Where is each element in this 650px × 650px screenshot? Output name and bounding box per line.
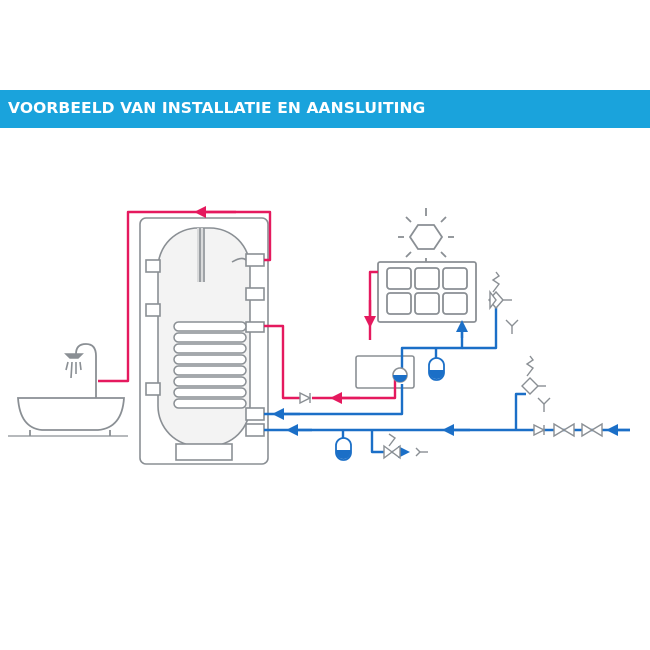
bathtub: [8, 343, 128, 437]
heating-coil: [173, 321, 247, 409]
shower-icon: [64, 353, 84, 379]
pump-icon: [392, 367, 408, 383]
cold-water-pipes: [264, 306, 630, 458]
funnel-icon: [537, 397, 551, 412]
funnel-icon: [505, 319, 519, 334]
shutoff-valve-2: [581, 422, 603, 438]
solar-panel: [377, 261, 477, 323]
check-valve-inlet: [533, 423, 546, 437]
safety-group-valve: [383, 433, 401, 460]
safety-valve-solar: [488, 271, 512, 311]
funnel-icon: [415, 447, 428, 457]
safety-valve-inlet: [521, 355, 546, 395]
check-valve-hot: [299, 391, 312, 405]
title-banner: VOORBEELD VAN INSTALLATIE EN AANSLUITING: [0, 90, 650, 128]
shutoff-valve-1: [553, 422, 575, 438]
sun-icon: [398, 208, 454, 266]
expansion-vessel-tap: [335, 437, 352, 461]
banner-title: VOORBEELD VAN INSTALLATIE EN AANSLUITING: [8, 99, 426, 117]
expansion-vessel-solar: [428, 357, 445, 381]
